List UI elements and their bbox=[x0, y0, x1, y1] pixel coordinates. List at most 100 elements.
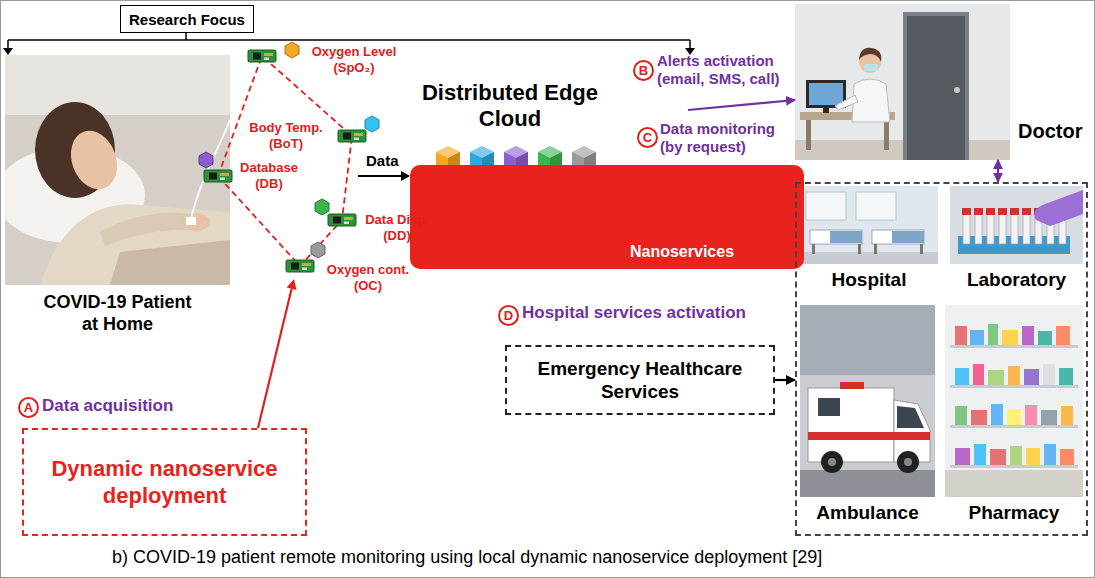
edge-cloud: Distributed Edge CloudNanoservices bbox=[238, 18, 688, 268]
hospital-picture bbox=[830, 231, 862, 243]
pharmacy-picture bbox=[971, 410, 987, 425]
photo-frame bbox=[945, 305, 1083, 497]
edge-label-holder: Alerts activation (email, SMS, call) bbox=[657, 52, 793, 88]
laboratory-picture bbox=[1023, 214, 1030, 244]
box-text: Emergency Healthcare Services bbox=[535, 357, 745, 403]
pharmacy-picture bbox=[950, 345, 1078, 468]
pharmacy-tile: Pharmacy bbox=[945, 305, 1083, 524]
ambulance-picture bbox=[904, 458, 912, 466]
services-group: HospitalLaboratoryAmbulancePharmacy bbox=[795, 182, 1088, 536]
step-marker: D bbox=[498, 305, 519, 326]
hospital-picture bbox=[874, 244, 877, 254]
ambulance-picture bbox=[808, 388, 894, 462]
doctor-picture bbox=[806, 120, 811, 150]
laboratory-picture bbox=[1022, 208, 1031, 215]
pharmacy-picture bbox=[955, 406, 967, 425]
hospital-picture bbox=[810, 230, 862, 244]
ambulance-picture bbox=[828, 458, 836, 466]
data-arrow bbox=[401, 171, 410, 181]
hospital-picture bbox=[812, 244, 815, 254]
ambulance-picture bbox=[808, 432, 930, 440]
doctor-photo: Doctor bbox=[795, 4, 1010, 160]
pharmacy-picture bbox=[950, 465, 1078, 468]
ambulance-picture bbox=[818, 398, 840, 416]
figure-caption: b) COVID-19 patient remote monitoring us… bbox=[112, 547, 822, 568]
doctor-picture bbox=[795, 140, 1010, 160]
pharmacy-picture bbox=[970, 330, 984, 345]
pharmacy-picture bbox=[955, 326, 967, 345]
connector-arrow bbox=[688, 100, 795, 110]
pharmacy-picture bbox=[950, 345, 1078, 348]
patient-picture bbox=[182, 213, 210, 231]
photo-caption: Pharmacy bbox=[969, 501, 1060, 524]
laboratory-picture bbox=[1011, 214, 1018, 244]
pharmacy-picture bbox=[1043, 364, 1055, 385]
step-label: Hospital services activation bbox=[522, 303, 746, 323]
step-marker: C bbox=[637, 127, 658, 148]
hospital-picture bbox=[806, 192, 846, 220]
pharmacy-picture bbox=[988, 370, 1004, 385]
pharmacy-picture bbox=[1061, 406, 1073, 425]
pharmacy-picture bbox=[1059, 368, 1073, 385]
doctor-picture bbox=[864, 64, 878, 71]
nanoservice-ring bbox=[338, 130, 366, 142]
service-label: Oxygen Level (SpO₂) bbox=[304, 44, 404, 76]
pharmacy-picture bbox=[1060, 449, 1074, 465]
photo-caption: Laboratory bbox=[967, 268, 1066, 291]
label-holder: A bbox=[18, 397, 39, 418]
photo-caption: COVID-19 Patient at Home bbox=[38, 291, 198, 335]
data-arrow bbox=[358, 171, 410, 181]
hospital-picture bbox=[872, 230, 924, 244]
ambulance-picture bbox=[897, 451, 919, 473]
ambulance-picture bbox=[800, 305, 935, 375]
pharmacy-picture bbox=[950, 425, 1078, 428]
nanoservice-ring bbox=[204, 170, 232, 182]
nanoservice-ring bbox=[315, 199, 329, 215]
laboratory-picture bbox=[962, 208, 971, 215]
step-label: Data acquisition bbox=[42, 396, 173, 416]
connector-arrow bbox=[997, 160, 999, 182]
doctor-picture bbox=[835, 95, 858, 110]
photo-frame bbox=[5, 55, 230, 287]
patient-picture bbox=[100, 213, 195, 246]
patient-picture bbox=[63, 124, 125, 195]
doctor-picture bbox=[907, 16, 965, 160]
patient-picture bbox=[40, 204, 230, 285]
edge-label-holder: Data monitoring (by request) bbox=[660, 120, 792, 156]
hospital-tile: Hospital bbox=[800, 186, 938, 291]
pharmacy-picture bbox=[1026, 448, 1040, 465]
pharmacy-picture bbox=[1038, 331, 1052, 345]
doctor-picture bbox=[859, 48, 881, 62]
box-text: Research Focus bbox=[129, 11, 245, 28]
pharmacy-picture bbox=[1056, 326, 1070, 345]
pharmacy-picture bbox=[991, 404, 1003, 425]
nanoservice-ring bbox=[286, 260, 314, 272]
ambulance-picture bbox=[840, 382, 864, 389]
service-label: Oxygen cont. (OC) bbox=[322, 262, 414, 294]
photo-frame bbox=[950, 186, 1083, 264]
ambulance-tile: Ambulance bbox=[800, 305, 935, 524]
laboratory-picture bbox=[986, 208, 995, 215]
photo-caption: Doctor bbox=[1018, 120, 1082, 143]
patient-picture bbox=[110, 240, 230, 285]
doctor-picture bbox=[884, 120, 889, 150]
caption-holder: b) COVID-19 patient remote monitoring us… bbox=[112, 547, 822, 568]
pharmacy-picture bbox=[955, 324, 1074, 465]
laboratory-tile: Laboratory bbox=[950, 186, 1083, 291]
pharmacy-picture bbox=[1007, 409, 1021, 425]
edge-label: Data monitoring (by request) bbox=[660, 120, 792, 156]
label-holder: C bbox=[637, 127, 658, 148]
label-holder: Oxygen Level (SpO₂) bbox=[304, 44, 404, 76]
label-holder: D bbox=[498, 305, 519, 326]
hospital-picture bbox=[858, 244, 861, 254]
ambulance-picture bbox=[821, 451, 843, 473]
doctor-picture bbox=[809, 83, 843, 105]
label-holder: Database (DB) bbox=[236, 160, 302, 192]
doctor-picture bbox=[795, 4, 1010, 160]
deployment-arrow bbox=[287, 279, 297, 290]
service-label: Data Disp. (DD) bbox=[360, 212, 434, 244]
hospital-picture bbox=[920, 244, 923, 254]
service-label: Body Temp. (BoT) bbox=[249, 120, 323, 152]
